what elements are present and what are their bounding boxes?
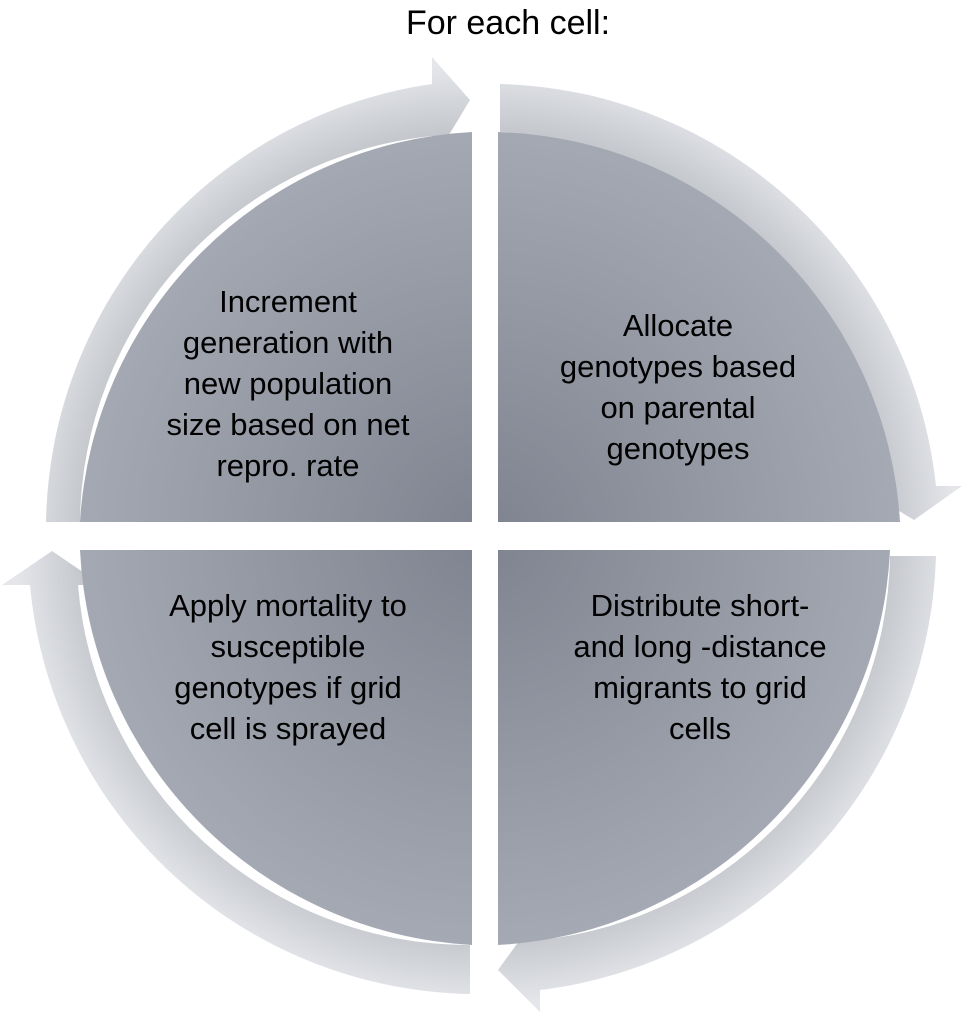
diagram-title: For each cell: <box>406 4 610 42</box>
cycle-arrows <box>2 57 962 1012</box>
step-label-line: new population <box>184 366 393 401</box>
step-label-line: genotypes based <box>560 349 796 384</box>
step-label-line: generation with <box>183 325 393 360</box>
step-label-line: Apply mortality to <box>169 588 407 623</box>
step-label-line: migrants to grid <box>593 670 807 705</box>
cycle-arrow-bottom-right <box>498 556 936 1012</box>
step-label-line: genotypes <box>606 431 749 466</box>
cycle-arrow-bottom-left <box>2 551 470 994</box>
step-label-bottom-right: Distribute short-and long -distance migra… <box>573 588 826 746</box>
step-label-top-right: Allocate genotypes based on parental genoty… <box>560 308 796 466</box>
quadrant-bottom-left <box>80 550 472 945</box>
step-label-line: susceptible <box>210 629 365 664</box>
step-label-line: cells <box>669 711 731 746</box>
cycle-quadrants <box>80 132 900 945</box>
quadrant-top-right <box>498 132 900 522</box>
quadrant-top-left <box>80 132 472 522</box>
quadrant-bottom-right <box>498 550 890 945</box>
step-label-line: Allocate <box>623 308 733 343</box>
step-labels: Allocate genotypes based on parental genoty… <box>166 284 826 746</box>
step-label-line: cell is sprayed <box>190 711 386 746</box>
cycle-arrow-top-right <box>500 84 962 520</box>
step-label-line: on parental <box>600 390 755 425</box>
step-label-line: and long -distance <box>573 629 826 664</box>
step-label-line: repro. rate <box>216 448 359 483</box>
step-label-line: size based on net <box>166 407 409 442</box>
step-label-line: Increment <box>219 284 357 319</box>
step-label-top-left: Increment generation with new population si… <box>166 284 409 483</box>
step-label-bottom-left: Apply mortality to susceptible genotypes i… <box>169 588 407 746</box>
cycle-arrow-top-left <box>46 57 470 522</box>
step-label-line: Distribute short- <box>591 588 810 623</box>
step-label-line: genotypes if grid <box>174 670 401 705</box>
